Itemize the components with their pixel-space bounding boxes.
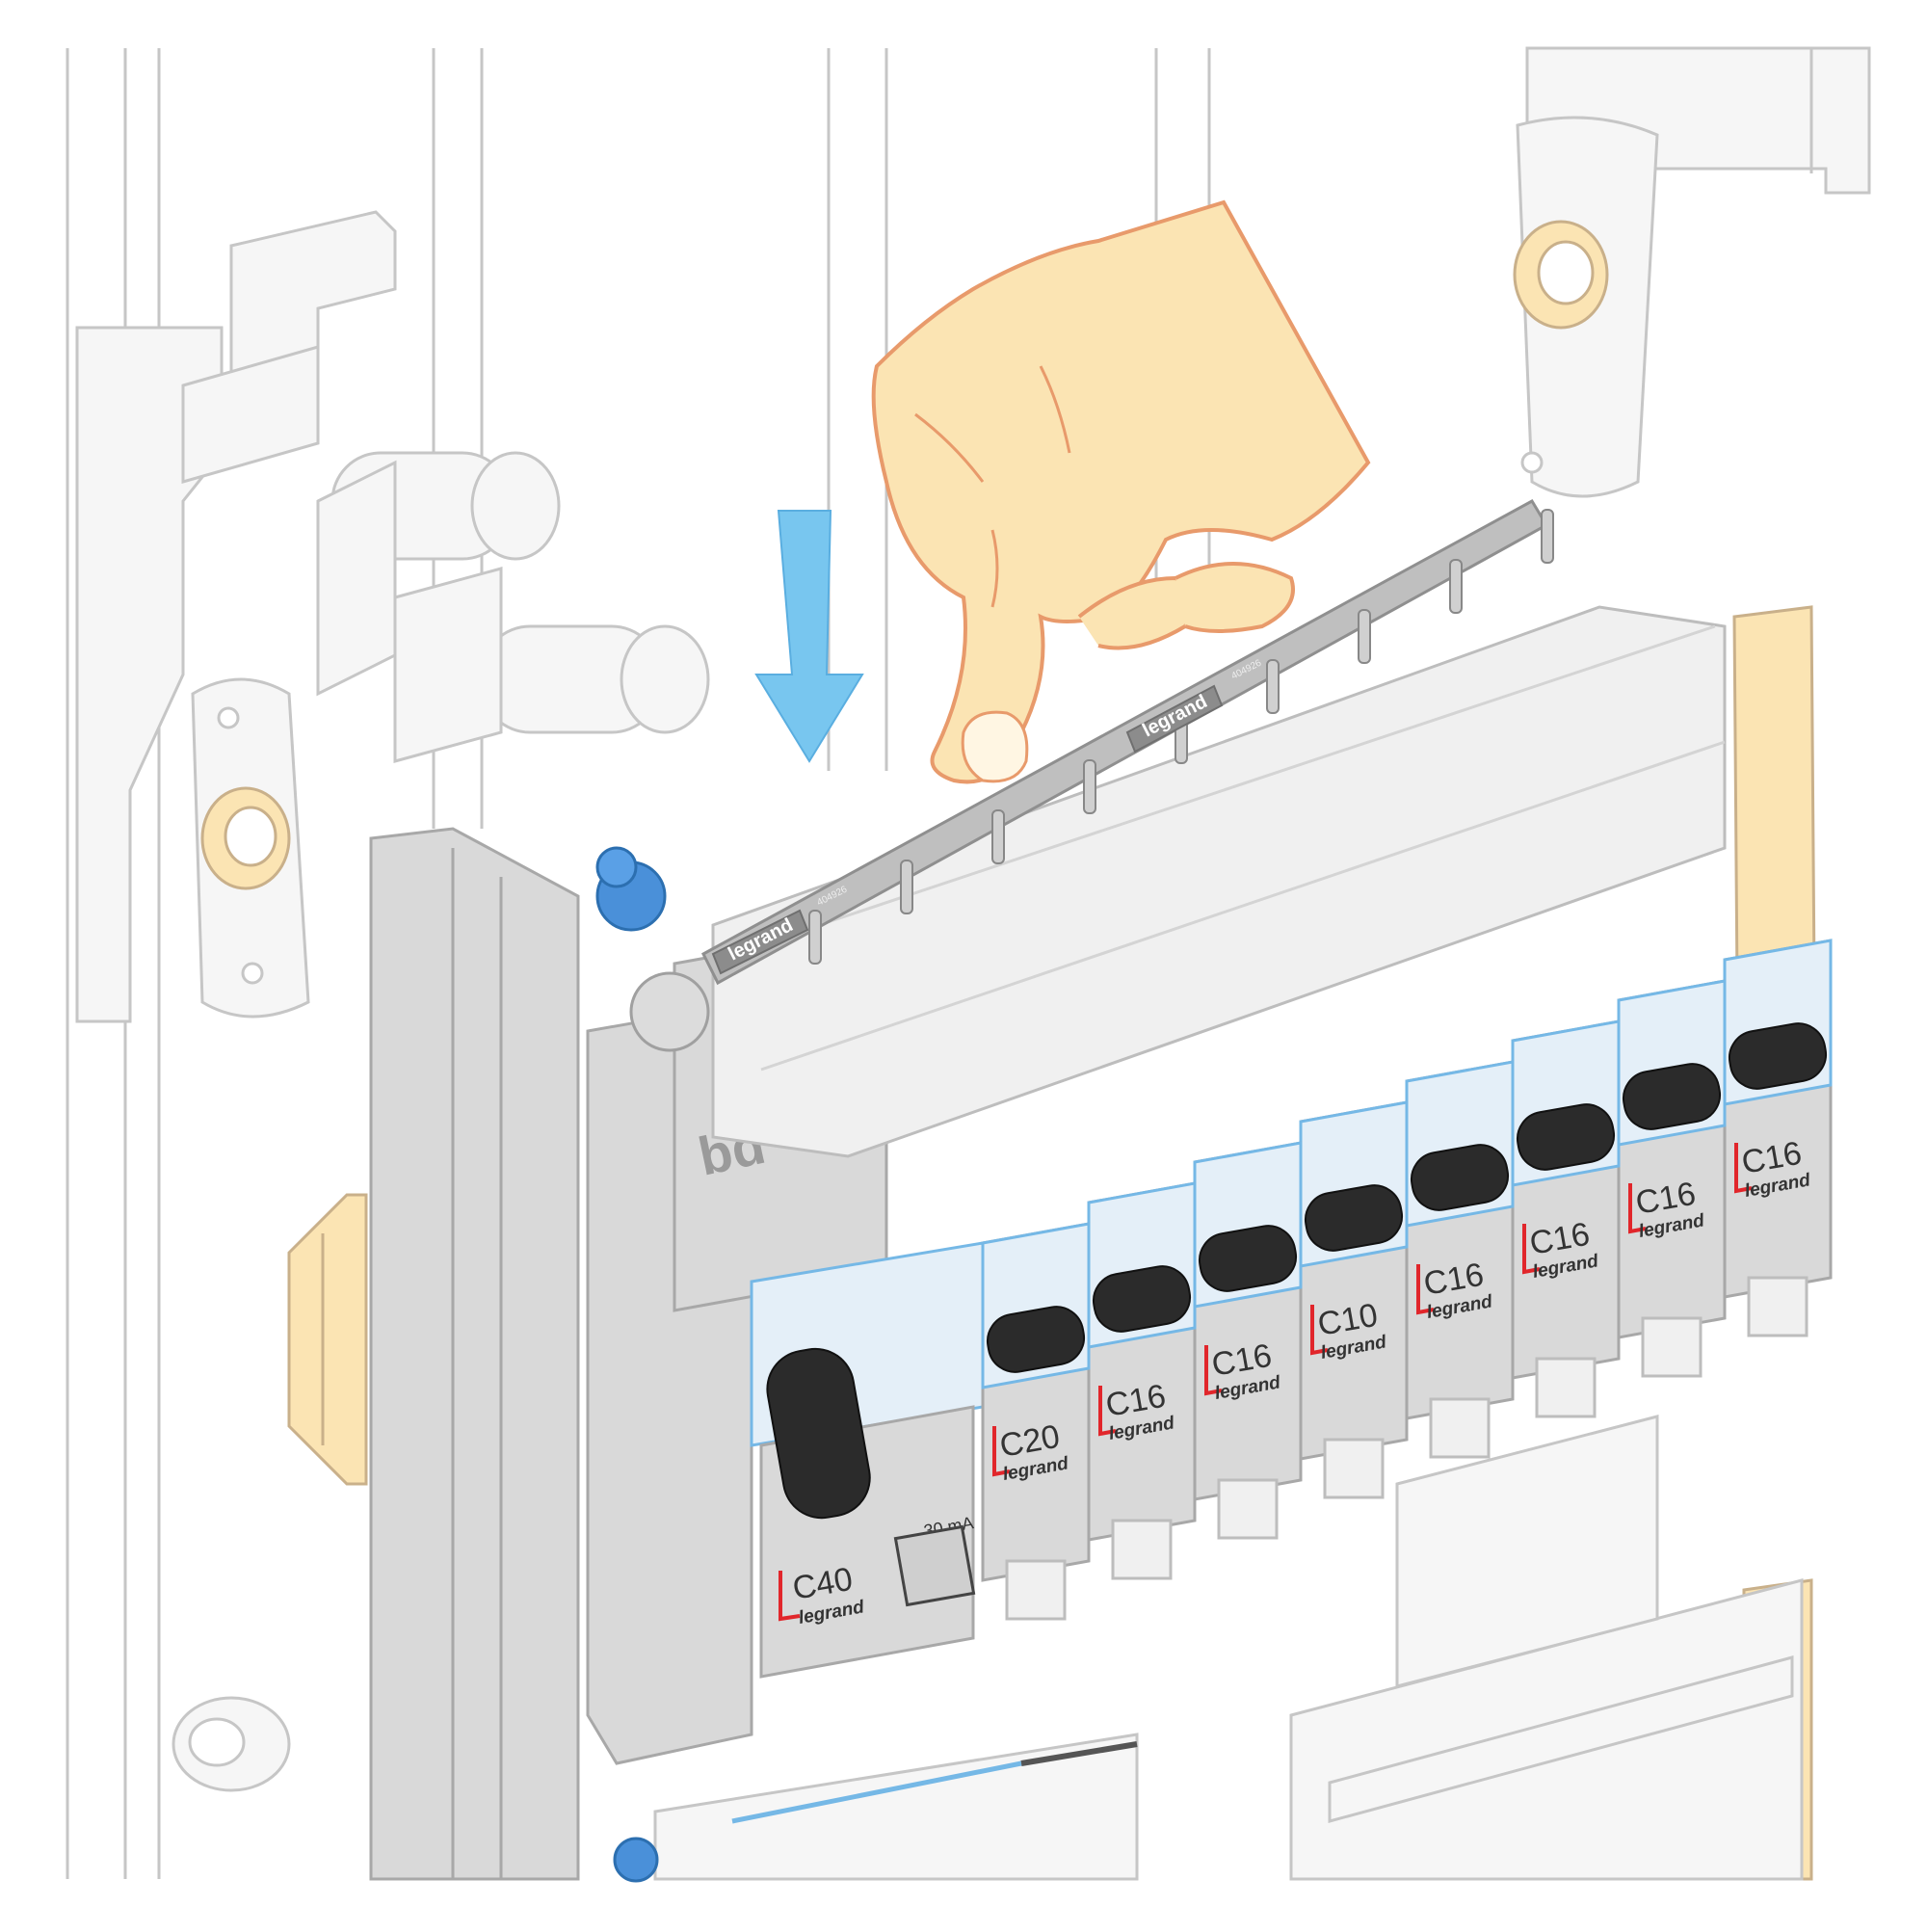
right-cable-bushing [1513, 116, 1659, 498]
breaker-tops [711, 605, 1727, 1158]
breaker-lever [1092, 1265, 1192, 1333]
rating-mark [1522, 1224, 1541, 1275]
breaker-lever [1410, 1144, 1510, 1211]
comb-pin [1266, 659, 1280, 714]
rating-mark [1416, 1264, 1435, 1315]
terminal-cap [595, 846, 710, 1052]
breaker-lever [1622, 1063, 1722, 1130]
insert-direction-arrow [754, 510, 864, 763]
comb-pin [991, 809, 1005, 864]
breaker-lever [1728, 1022, 1828, 1090]
rating-mark [992, 1426, 1011, 1477]
breaker-terminal [1323, 1438, 1385, 1499]
breaker-lever [986, 1306, 1086, 1373]
breaker-terminal [1641, 1316, 1703, 1378]
breaker-terminal [1535, 1357, 1597, 1418]
breaker-lever [1304, 1184, 1404, 1252]
breaker-lever [1198, 1225, 1298, 1292]
breaker-terminal [1747, 1276, 1808, 1337]
breaker-terminal [1111, 1519, 1173, 1580]
left-rail-clip [287, 1193, 368, 1486]
lower-din-rail [172, 1415, 1804, 1883]
rating-mark [1734, 1143, 1753, 1194]
rating-mark [1628, 1183, 1647, 1234]
comb-pin [1541, 509, 1554, 564]
breaker-terminal [1429, 1397, 1491, 1459]
breaker-terminal [1005, 1559, 1067, 1621]
vertical-cable-duct [369, 827, 580, 1881]
breaker-terminal [1217, 1478, 1279, 1540]
rating-mark [1098, 1386, 1117, 1437]
rating-mark [1310, 1305, 1329, 1356]
left-mounting-block [75, 210, 710, 1023]
comb-pin [808, 910, 822, 965]
comb-pin [1358, 609, 1371, 664]
test-button [893, 1524, 976, 1607]
left-cable-bushing [191, 677, 310, 1019]
comb-pin [1449, 559, 1463, 614]
comb-pin [900, 860, 913, 914]
breaker-row: C16legrandC16legrandC16legrandC16legrand… [981, 939, 1833, 1621]
hand [871, 199, 1371, 784]
comb-busbar: legrand 404926 legrand 404926 [701, 498, 1554, 986]
rating-mark [1204, 1345, 1223, 1396]
comb-pin [1083, 759, 1096, 814]
comb-pins [808, 509, 1554, 965]
breaker-lever [1516, 1103, 1616, 1171]
